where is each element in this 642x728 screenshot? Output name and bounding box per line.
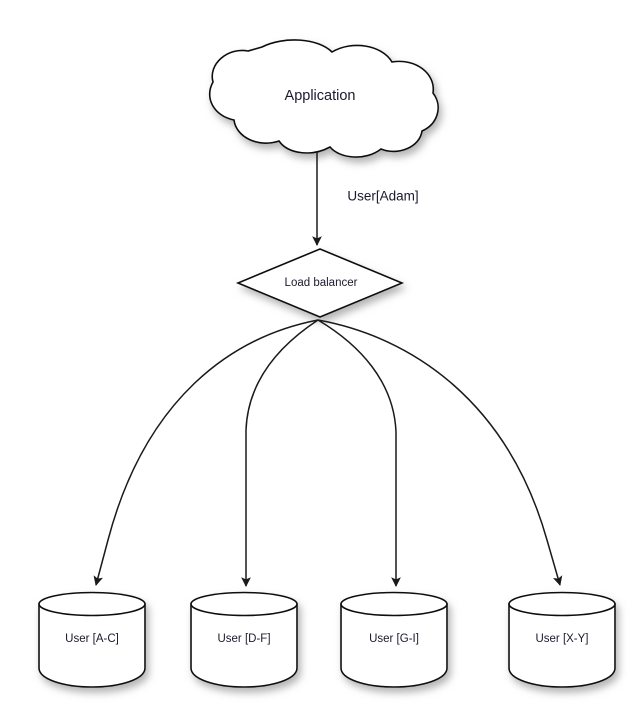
node-load-balancer[interactable]: Load balancer bbox=[235, 248, 405, 318]
application-label: Application bbox=[285, 88, 356, 104]
node-database-2[interactable]: User [G-I] bbox=[340, 591, 448, 688]
connector-curve bbox=[241, 319, 319, 587]
cloud-icon bbox=[208, 39, 439, 158]
edge-lb-to-db-2 bbox=[317, 319, 401, 587]
database-icon bbox=[508, 591, 616, 688]
diamond-icon bbox=[235, 248, 405, 318]
node-database-1[interactable]: User [D-F] bbox=[190, 591, 298, 688]
edge-lb-to-db-3 bbox=[317, 319, 563, 586]
load-balancer-label: Load balancer bbox=[285, 277, 358, 289]
edge-application-to-load-balancer: User[Adam] bbox=[312, 152, 419, 246]
connector-curve bbox=[317, 319, 563, 586]
edge-label-user-adam: User[Adam] bbox=[347, 189, 418, 204]
database-icon bbox=[190, 591, 298, 688]
node-database-3[interactable]: User [X-Y] bbox=[508, 591, 616, 688]
database-label: User [G-I] bbox=[369, 633, 419, 645]
edge-lb-to-db-1 bbox=[241, 319, 319, 587]
connector-curve bbox=[93, 319, 319, 586]
edge-lb-to-db-0 bbox=[93, 319, 319, 586]
database-label: User [X-Y] bbox=[535, 633, 588, 645]
node-application[interactable]: Application bbox=[208, 39, 439, 158]
node-database-0[interactable]: User [A-C] bbox=[38, 591, 146, 688]
database-icon bbox=[340, 591, 448, 688]
database-label: User [A-C] bbox=[65, 633, 119, 645]
database-label: User [D-F] bbox=[217, 633, 270, 645]
connector-curve bbox=[317, 319, 401, 587]
database-icon bbox=[38, 591, 146, 688]
